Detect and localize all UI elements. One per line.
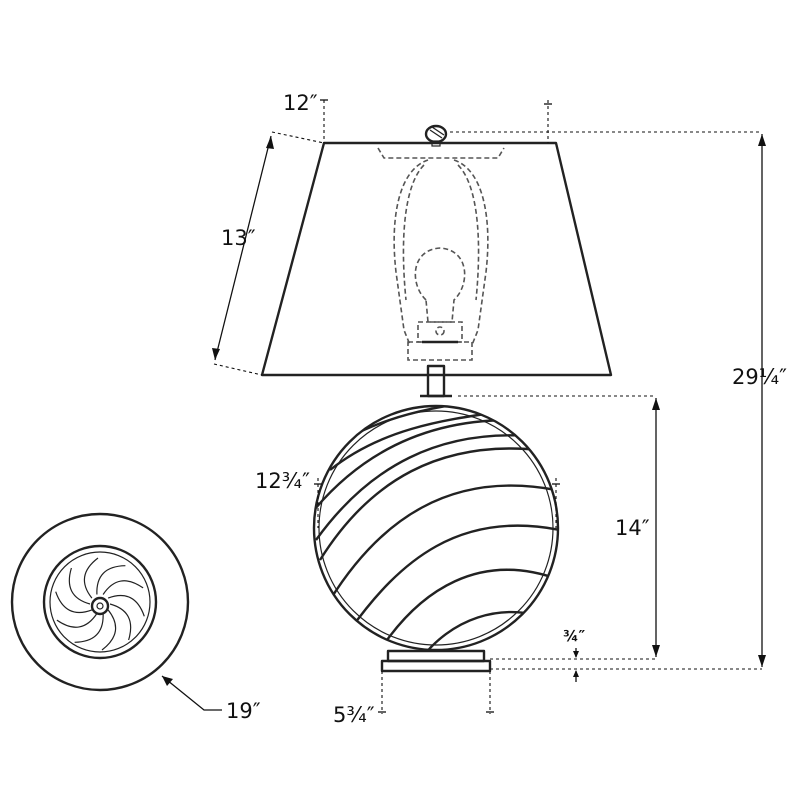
dimension-labels: 12″ 13″ 29¼″ 12¾″ 14″ ¾″ 5¾″ 19″ <box>221 91 787 727</box>
top-view-petal <box>109 603 132 641</box>
top-view-swirl-petals <box>55 557 145 651</box>
top-view-petal <box>101 609 117 651</box>
shade-top-diameter-label: 12″ <box>283 91 318 115</box>
overall-height-label: 29¼″ <box>732 365 787 389</box>
base-width-label: 5¾″ <box>333 703 375 727</box>
body-height-label: 14″ <box>615 516 650 540</box>
top-view-petal <box>68 567 91 605</box>
shade-bottom-diameter-label: 19″ <box>226 699 261 723</box>
lamp-shade <box>260 141 613 377</box>
dimension-lines <box>161 99 766 714</box>
swirl-glass-body <box>312 404 560 652</box>
top-view-petal <box>83 557 99 599</box>
top-view-petal <box>102 580 144 595</box>
hidden-harp-and-bulb <box>377 147 505 361</box>
top-view <box>10 512 190 692</box>
top-view-petal <box>56 613 98 628</box>
top-view-petal <box>107 594 145 617</box>
base-thickness-label: ¾″ <box>563 627 586 645</box>
top-view-petal <box>55 591 93 614</box>
lamp-neck <box>420 364 452 398</box>
top-view-petal <box>96 565 126 595</box>
top-view-petal <box>74 613 104 643</box>
body-diameter-label: 12¾″ <box>255 469 310 493</box>
finial <box>424 124 448 147</box>
lamp-base <box>380 649 492 673</box>
shade-height-label: 13″ <box>221 226 256 250</box>
